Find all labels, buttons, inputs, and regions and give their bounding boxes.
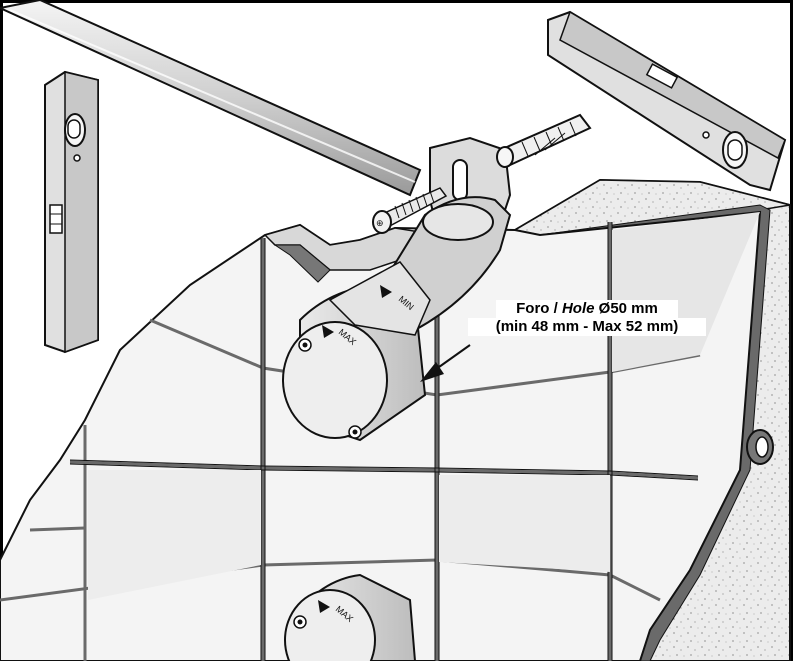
wall-hole — [746, 429, 774, 465]
callout-arrow — [420, 344, 471, 382]
svg-text:⊕: ⊕ — [376, 218, 384, 228]
hole-size-line: Foro / Hole Ø50 mm — [496, 300, 678, 318]
wall-plug-icon — [496, 113, 592, 168]
lower-dial: MAX — [284, 573, 417, 661]
foro-label: Foro / — [516, 300, 562, 317]
min-arrow-icon — [380, 285, 392, 298]
hole-range-line: (min 48 mm - Max 52 mm) — [468, 318, 706, 336]
hole-size-callout: Foro / Hole Ø50 mm (min 48 mm - Max 52 m… — [468, 300, 706, 336]
spirit-level-icon — [44, 70, 99, 354]
upper-dial: MIN MAX — [282, 261, 431, 442]
diameter-label: Ø50 mm — [594, 300, 658, 317]
rod-icon — [0, 0, 422, 197]
max-arrow-icon — [322, 325, 334, 338]
screw-icon: ⊕ — [372, 187, 448, 234]
hole-label: Hole — [561, 300, 595, 317]
max-arrow-lower-icon — [318, 600, 330, 613]
spirit-level-horizontal-icon — [547, 10, 787, 192]
